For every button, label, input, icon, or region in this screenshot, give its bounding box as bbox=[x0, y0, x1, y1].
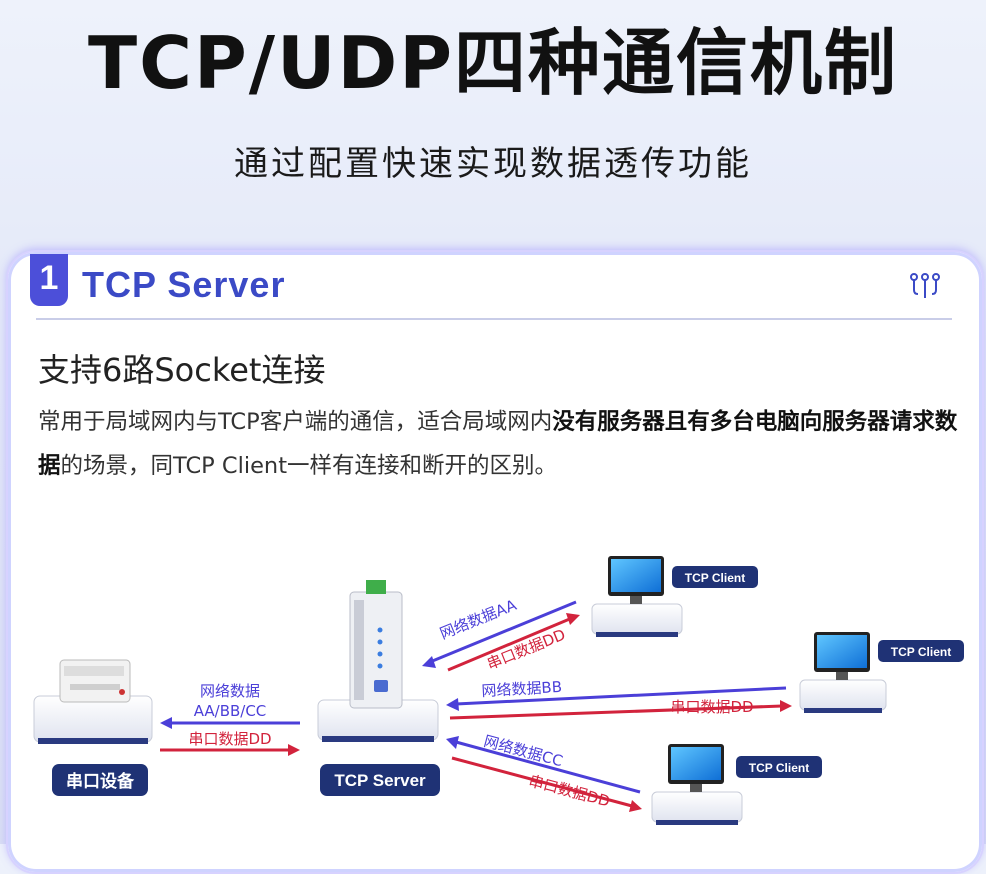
tcp-client-bottom-label: TCP Client bbox=[749, 761, 809, 775]
bottom-network-arrowhead bbox=[446, 736, 459, 749]
desc-text-1: 常用于局域网内与TCP客户端的通信，适合局域网内 bbox=[38, 409, 553, 435]
tcp-client-bottom-pill bbox=[736, 756, 822, 778]
desc-text-bold: 没有服务器且有多台电脑向服务器请求数据 bbox=[38, 409, 958, 479]
top-serial-arrowhead bbox=[566, 613, 580, 625]
bottom-network-label: 网络数据CC bbox=[482, 732, 565, 770]
tcp-client-bottom-icon bbox=[651, 744, 743, 825]
tcp-client-middle-pill bbox=[878, 640, 964, 662]
tcp-server-label: TCP Server bbox=[334, 771, 426, 790]
serial-device-icon bbox=[33, 659, 153, 744]
left-network-arrowhead bbox=[160, 717, 172, 729]
section-title: TCP Server bbox=[82, 264, 286, 305]
page-subtitle: 通过配置快速实现数据透传功能 bbox=[234, 144, 752, 184]
bottom-serial-label: 串口数据DD bbox=[527, 772, 612, 811]
section-description: 常用于局域网内与TCP客户端的通信，适合局域网内没有服务器且有多台电脑向服务器请… bbox=[38, 400, 968, 488]
middle-network-arrowhead bbox=[446, 698, 459, 711]
middle-serial-label: 串口数据DD bbox=[670, 698, 753, 716]
tcp-client-top-pill bbox=[672, 566, 758, 588]
middle-network-label: 网络数据BB bbox=[481, 678, 562, 700]
top-network-label: 网络数据AA bbox=[437, 596, 519, 643]
tcp-server-diagram: 串口设备 TCP Server 网络数据 AA/BB/CC 串口数据DD TCP… bbox=[33, 556, 964, 825]
left-serial-label: 串口数据DD bbox=[188, 730, 271, 748]
top-network-arrow bbox=[429, 600, 577, 664]
tcp-server-device-icon bbox=[317, 580, 439, 742]
section-number-badge: 1 bbox=[30, 254, 68, 306]
tcp-client-top-label: TCP Client bbox=[685, 571, 745, 585]
network-icon bbox=[910, 273, 940, 298]
bottom-network-arrow bbox=[455, 740, 641, 794]
middle-serial-arrow bbox=[449, 704, 783, 720]
top-network-arrowhead bbox=[422, 656, 436, 668]
left-network-label-1: 网络数据 bbox=[200, 682, 260, 700]
section-heading: 支持6路Socket连接 bbox=[38, 351, 326, 389]
tcp-client-middle-label: TCP Client bbox=[891, 645, 951, 659]
middle-network-arrow bbox=[455, 686, 787, 706]
bottom-serial-arrowhead bbox=[629, 800, 642, 812]
tcp-client-top-icon bbox=[591, 556, 683, 637]
serial-device-label: 串口设备 bbox=[66, 771, 135, 792]
page-title: TCP/UDP四种通信机制 bbox=[87, 21, 899, 105]
top-serial-arrow bbox=[447, 616, 573, 672]
desc-text-2: 的场景，同TCP Client一样有连接和断开的区别。 bbox=[60, 453, 558, 479]
section-divider bbox=[36, 318, 952, 320]
tcp-server-pill bbox=[320, 764, 440, 796]
bottom-serial-arrow bbox=[451, 756, 633, 808]
left-network-label-2: AA/BB/CC bbox=[194, 702, 267, 720]
left-serial-arrowhead bbox=[288, 744, 300, 756]
middle-serial-arrowhead bbox=[780, 700, 792, 712]
tcp-client-middle-icon bbox=[799, 632, 887, 713]
serial-device-pill bbox=[52, 764, 148, 796]
